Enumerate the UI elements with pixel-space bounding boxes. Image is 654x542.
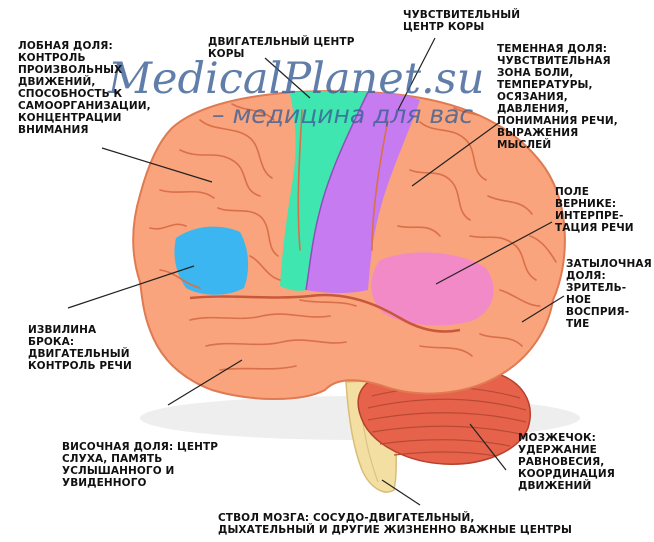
label-broca-area: ИЗВИЛИНА БРОКА: ДВИГАТЕЛЬНЫЙ КОНТРОЛЬ РЕ… xyxy=(28,324,132,372)
broca-area-zone xyxy=(174,227,248,295)
label-temporal-lobe: ВИСОЧНАЯ ДОЛЯ: ЦЕНТР СЛУХА, ПАМЯТЬ УСЛЫШ… xyxy=(62,441,218,489)
label-motor-cortex: ДВИГАТЕЛЬНЫЙ ЦЕНТР КОРЫ xyxy=(208,36,355,60)
label-parietal-lobe: ТЕМЕННАЯ ДОЛЯ: ЧУВСТВИТЕЛЬНАЯ ЗОНА БОЛИ,… xyxy=(497,43,618,151)
label-cerebellum: МОЗЖЕЧОК: УДЕРЖАНИЕ РАВНОВЕСИЯ, КООРДИНА… xyxy=(518,432,615,492)
watermark-site: MedicalPlanet.su xyxy=(108,56,484,102)
label-sensory-cortex: ЧУВСТВИТЕЛЬНЫЙ ЦЕНТР КОРЫ xyxy=(403,9,520,33)
label-frontal-lobe: ЛОБНАЯ ДОЛЯ: КОНТРОЛЬ ПРОИЗВОЛЬНЫХ ДВИЖЕ… xyxy=(18,40,151,136)
label-occipital-lobe: ЗАТЫЛОЧНАЯ ДОЛЯ: ЗРИТЕЛЬ- НОЕ ВОСПРИЯ- Т… xyxy=(566,258,652,330)
label-wernicke-area: ПОЛЕ ВЕРНИКЕ: ИНТЕРПРЕ- ТАЦИЯ РЕЧИ xyxy=(555,186,634,234)
label-brainstem: СТВОЛ МОЗГА: СОСУДО-ДВИГАТЕЛЬНЫЙ, ДЫХАТЕ… xyxy=(218,512,572,536)
watermark-tagline: – медицина для вас xyxy=(212,101,473,129)
